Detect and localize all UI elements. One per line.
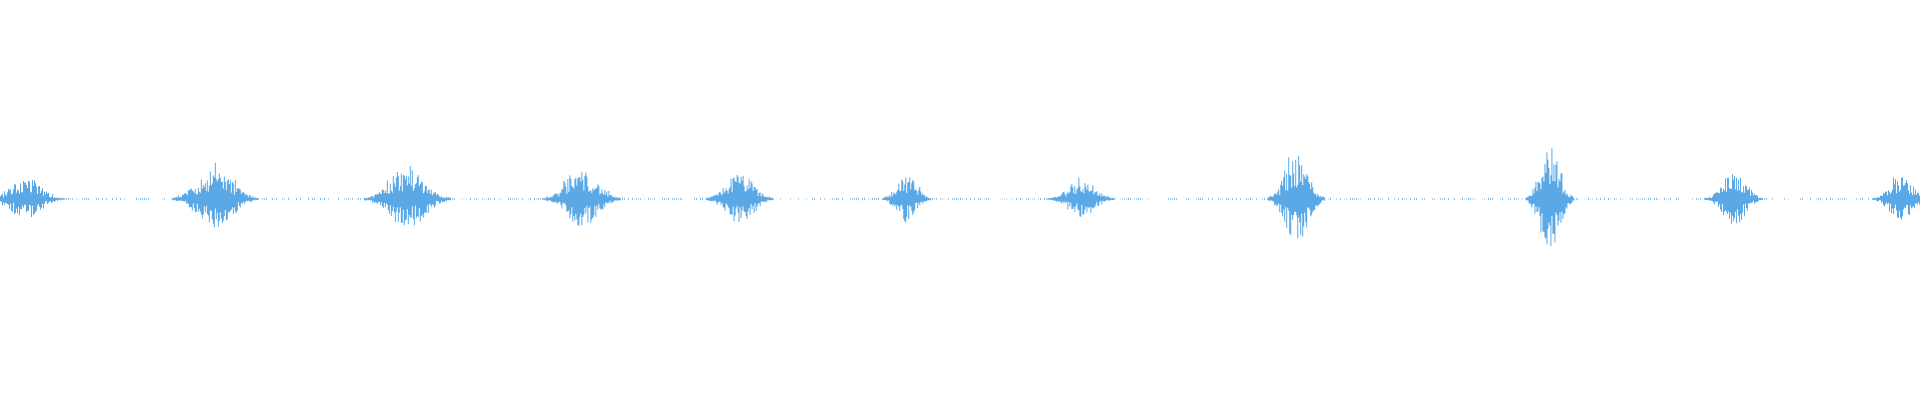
waveform-burst-2 [171, 162, 259, 228]
waveform-baseline [2, 197, 1919, 201]
waveform-baseline-path [2, 197, 1919, 201]
waveform-burst-1 [0, 180, 64, 217]
waveform-burst-8 [1267, 155, 1326, 239]
waveform-bursts [0, 148, 1920, 246]
waveform-burst-9 [1525, 148, 1575, 246]
waveform-burst-11 [1872, 177, 1920, 220]
waveform-burst-3 [363, 166, 451, 226]
waveform-burst-10 [1704, 174, 1763, 224]
waveform-burst-7 [1047, 177, 1116, 217]
waveform-burst-5 [705, 174, 774, 222]
waveform-burst-6 [882, 177, 932, 223]
waveform-burst-4 [543, 172, 621, 226]
